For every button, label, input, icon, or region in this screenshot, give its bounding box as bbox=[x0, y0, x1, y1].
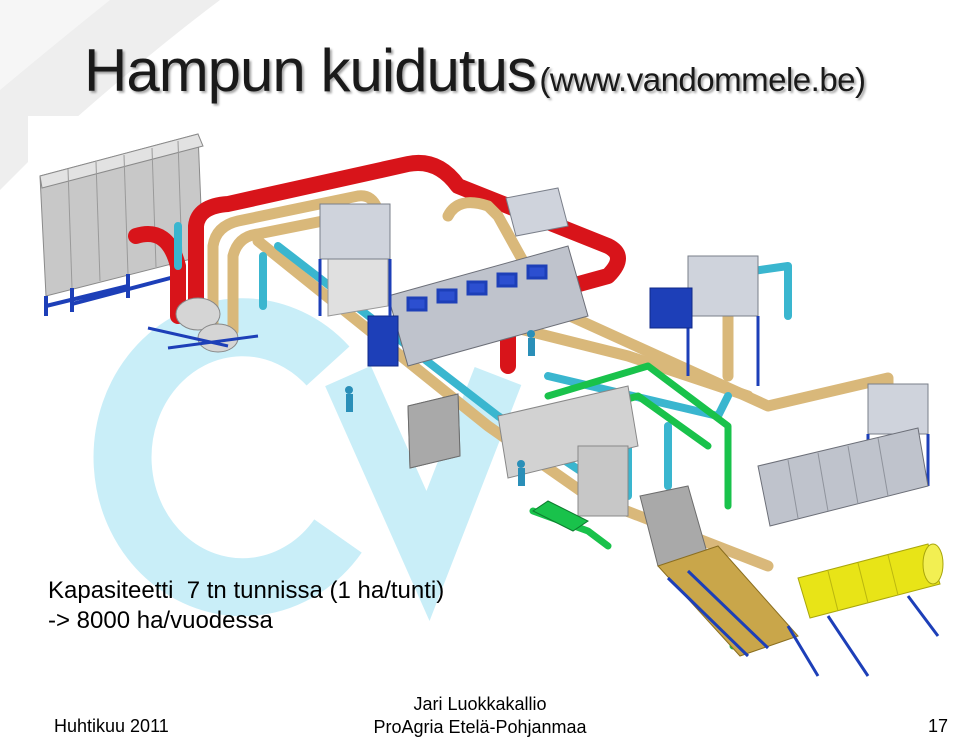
cv-watermark-logo bbox=[93, 298, 522, 622]
footer-organization: ProAgria Etelä-Pohjanmaa bbox=[373, 717, 587, 737]
slide-title: Hampun kuidutus (www.vandommele.be) bbox=[84, 36, 866, 105]
hopper-towers bbox=[319, 187, 929, 435]
blue-machine-block bbox=[649, 287, 693, 329]
footer-page-number: 17 bbox=[927, 716, 948, 736]
footer-date: Huhtikuu 2011 bbox=[54, 716, 169, 736]
footer-author: Jari Luokkakallio bbox=[413, 694, 547, 714]
tower-frames bbox=[318, 259, 930, 486]
title-source: (www.vandommele.be) bbox=[539, 61, 866, 98]
right-drum bbox=[757, 427, 929, 527]
conveyor bbox=[657, 545, 799, 658]
slide-corner-decoration bbox=[0, 0, 220, 190]
hemp-decortication-plant-illustration bbox=[28, 116, 960, 678]
worker-figures bbox=[345, 330, 535, 486]
grey-screen-panel bbox=[407, 393, 461, 469]
central-drum bbox=[327, 235, 589, 367]
footer-author-block: Jari Luokkakallio ProAgria Etelä-Pohjanm… bbox=[0, 693, 960, 739]
title-main: Hampun kuidutus bbox=[84, 37, 537, 104]
caption-line-2: -> 8000 ha/vuodessa bbox=[48, 607, 273, 634]
green-chute bbox=[532, 500, 589, 532]
capacity-caption: Kapasiteetti 7 tn tunnissa (1 ha/tunti) … bbox=[48, 576, 444, 636]
blower-units bbox=[147, 297, 259, 353]
yellow-roller-drum bbox=[786, 543, 944, 677]
control-cabinets bbox=[39, 133, 204, 316]
caption-line-1: Kapasiteetti 7 tn tunnissa (1 ha/tunti) bbox=[48, 577, 445, 604]
